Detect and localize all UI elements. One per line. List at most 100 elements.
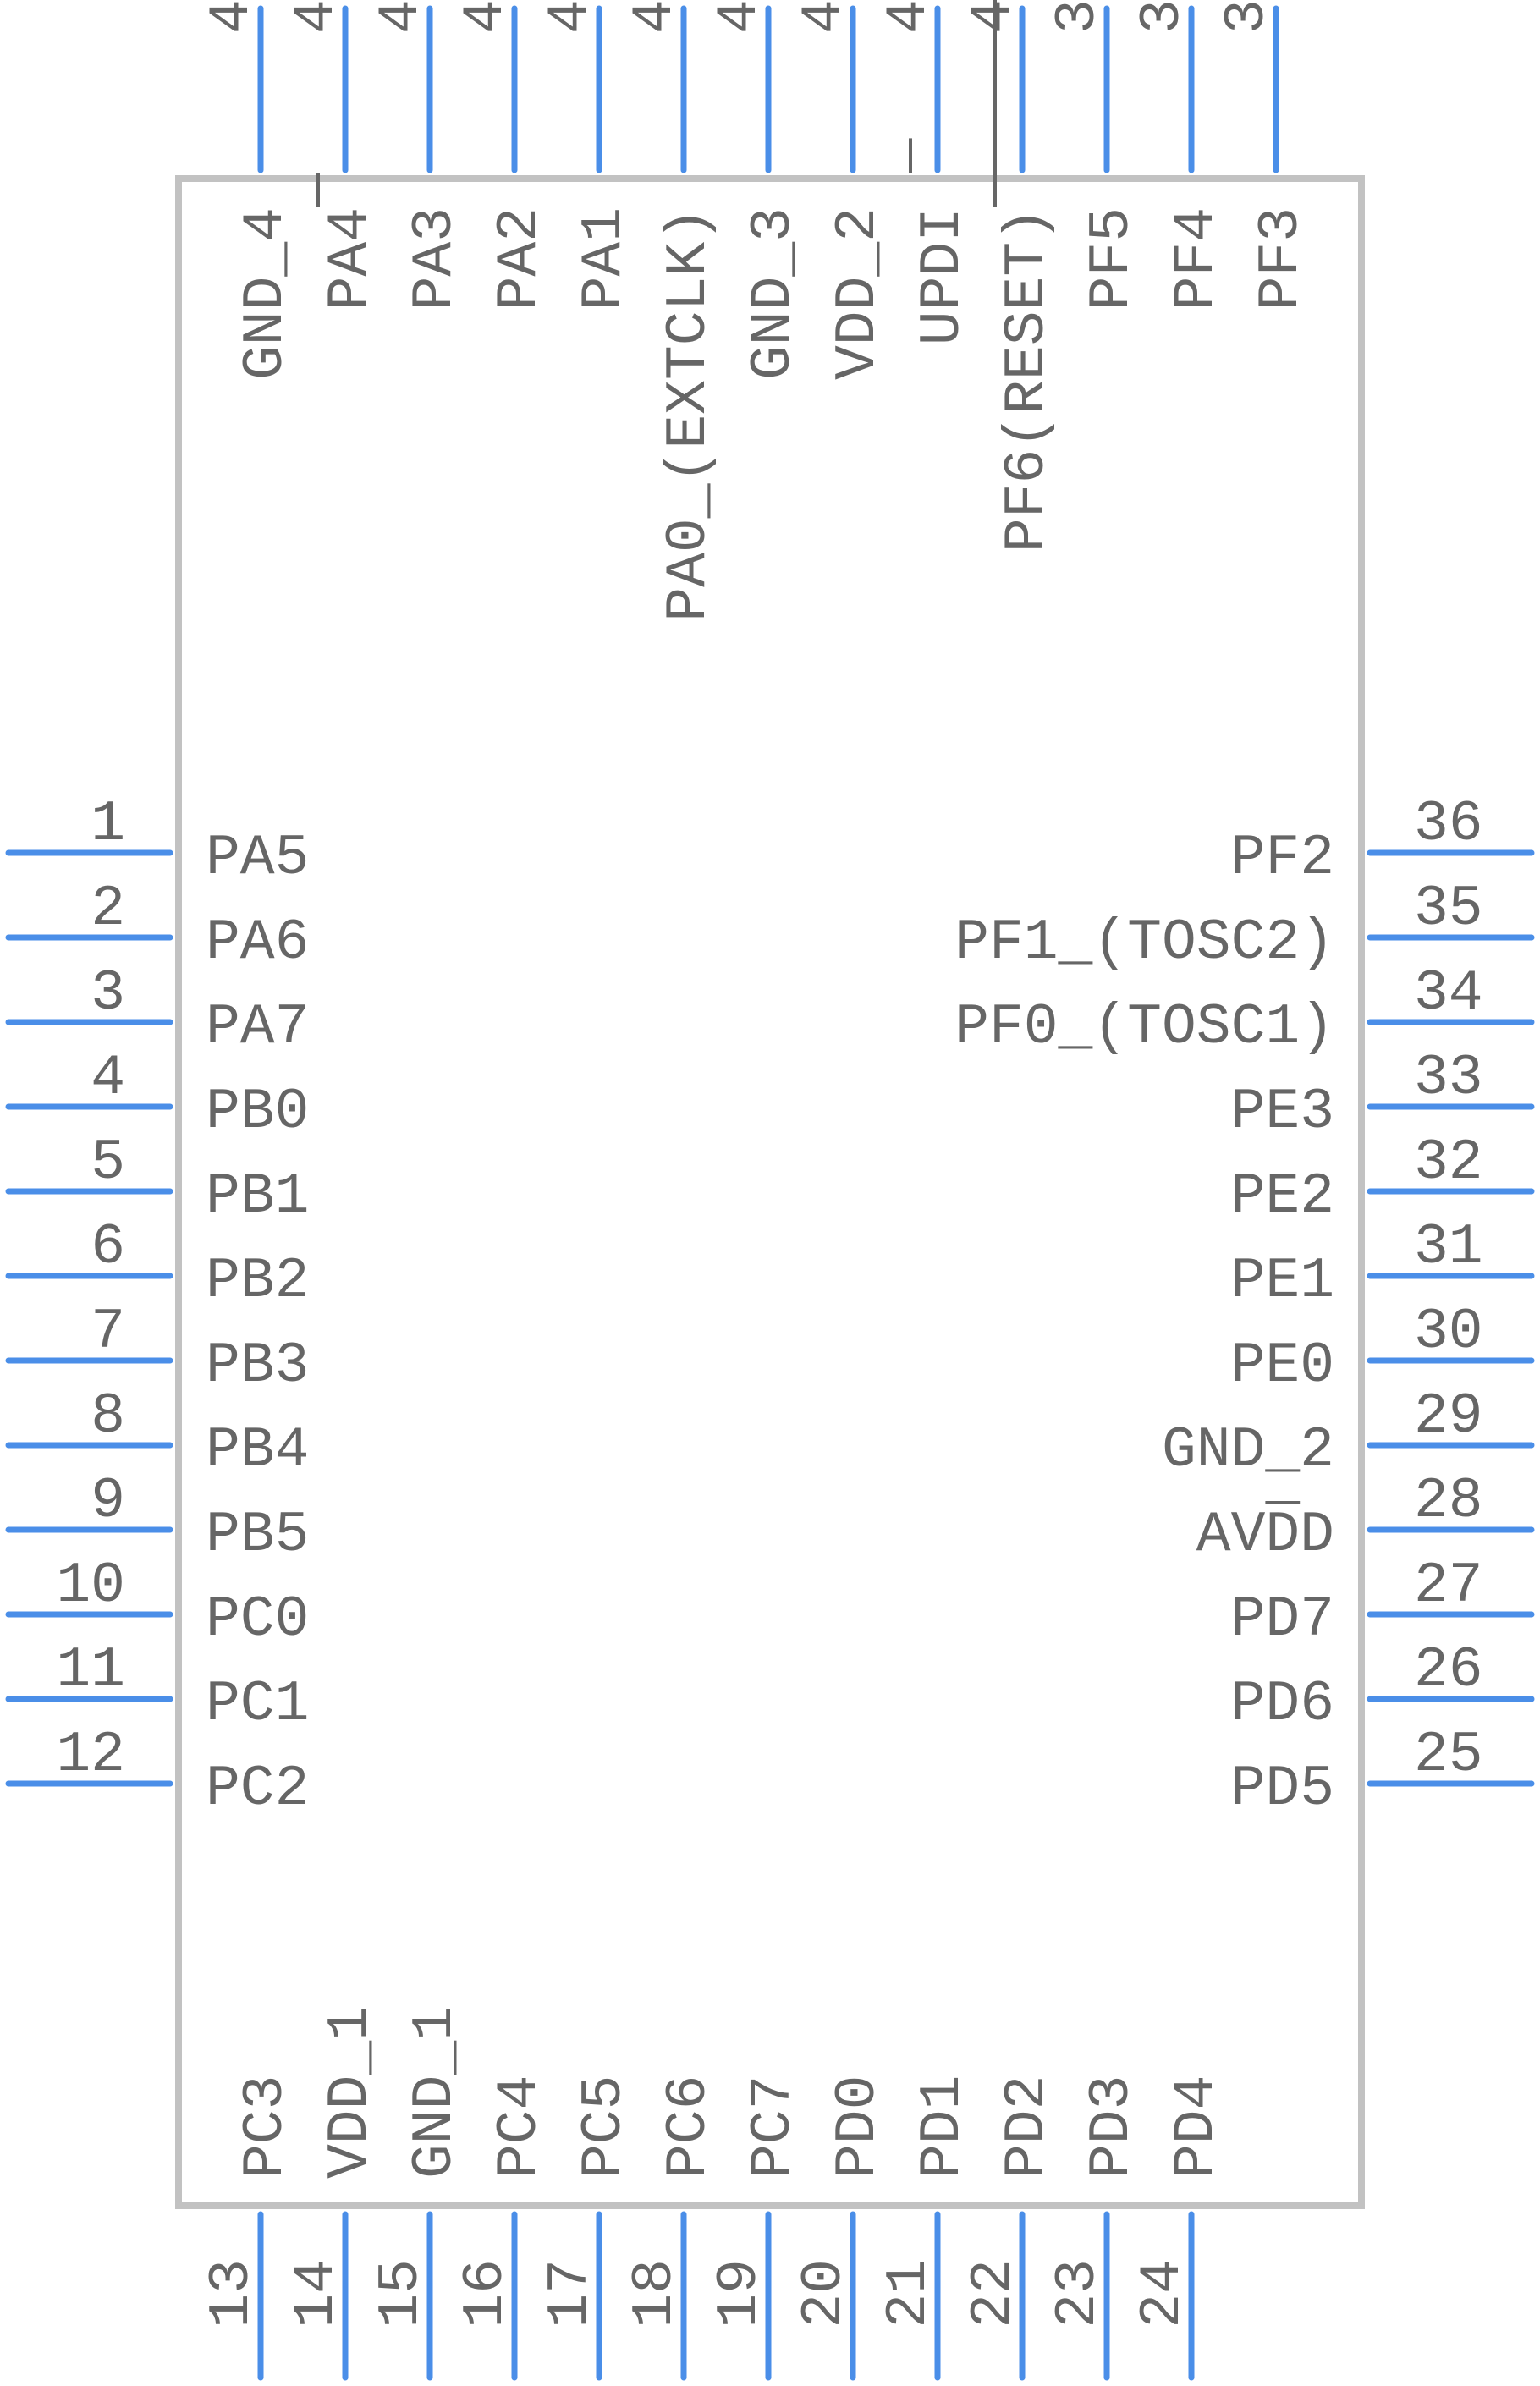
pin-label-avdd: AVDD <box>1196 1503 1334 1568</box>
pin-label-pc2: PC2 <box>206 1757 309 1822</box>
pin-label-pc6: PC6 <box>657 2075 722 2179</box>
pin-label-pd0: PD0 <box>826 2075 891 2179</box>
pin-number: 34 <box>1414 961 1483 1026</box>
pin-number: 48 <box>284 0 349 34</box>
pin-number: 41 <box>877 0 942 34</box>
pin-label-gnd-3: GND_3 <box>741 207 806 380</box>
pin-label-pc1: PC1 <box>206 1672 309 1737</box>
pin-label-pf1-tosc2: PF1_(TOSC2) <box>954 910 1334 976</box>
pin-number: 23 <box>1046 2259 1111 2328</box>
pin-number: 37 <box>1215 0 1280 34</box>
pin-label-pa0-extclk: PA0_(EXTCLK) <box>657 207 722 622</box>
pin-label-gnd-4: GND_4 <box>234 207 299 380</box>
pin-41: 41UPDI <box>877 0 976 345</box>
pin-number: 17 <box>538 2259 603 2328</box>
pin-label-pa1: PA1 <box>572 207 637 311</box>
pin-label-pd5: PD5 <box>1231 1757 1334 1822</box>
pin-label-pf5: PF5 <box>1080 207 1145 311</box>
pin-number: 36 <box>1414 792 1483 857</box>
pin-45: 45PA1 <box>538 0 637 311</box>
pin-39: 39PF5 <box>1046 0 1145 311</box>
pin-number: 25 <box>1414 1723 1483 1788</box>
pin-37: 37PF3 <box>1215 0 1314 311</box>
pin-46: 46PA2 <box>454 0 553 311</box>
pin-label-pa5: PA5 <box>206 826 309 891</box>
pin-42: 42VDD_2 <box>792 0 891 380</box>
pin-number: 26 <box>1414 1638 1483 1703</box>
pin-label-pc3: PC3 <box>234 2075 299 2179</box>
pin-24: 24 PD4 <box>1130 2075 1229 2381</box>
pin-number: 29 <box>1414 1384 1483 1449</box>
pin-number: 6 <box>91 1215 125 1280</box>
pin-number: 45 <box>538 0 603 34</box>
pin-label-updi: UPDI <box>910 207 976 345</box>
pin-label-pf4: PF4 <box>1164 207 1229 311</box>
pin-number: 30 <box>1414 1300 1483 1365</box>
pin-label-pa7: PA7 <box>206 995 309 1060</box>
pin-number: 28 <box>1414 1469 1483 1534</box>
pin-15: 15 GND_1 <box>369 2006 468 2381</box>
pin-number: 35 <box>1414 877 1483 942</box>
pin-number: 46 <box>454 0 519 34</box>
pin-number: 13 <box>200 2259 265 2328</box>
pin-number: 42 <box>792 0 857 34</box>
pin-label-pa4: PA4 <box>318 207 383 311</box>
pin-17: 17 PC5 <box>538 2075 637 2381</box>
pin-label-pb3: PB3 <box>206 1333 309 1399</box>
pin-number: 27 <box>1414 1553 1483 1619</box>
pin-label-pa3: PA3 <box>403 207 468 311</box>
pin-number: 19 <box>707 2259 773 2328</box>
pin-label-pe0: PE0 <box>1231 1333 1334 1399</box>
pin-number: 8 <box>91 1384 125 1449</box>
pin-label-pb0: PB0 <box>206 1080 309 1145</box>
pin-label-pf2: PF2 <box>1231 826 1334 891</box>
pin-number: 9 <box>91 1469 125 1534</box>
pin-label-pe2: PE2 <box>1231 1164 1334 1229</box>
pin-number: 5 <box>91 1130 125 1196</box>
pin-label-pb1: PB1 <box>206 1164 309 1229</box>
pin-number: 14 <box>284 2259 349 2328</box>
pin-number: 16 <box>454 2259 519 2328</box>
pin-number: 39 <box>1046 0 1111 34</box>
pin-label-gnd-1: GND_1 <box>403 2006 468 2179</box>
pin-44: 44PA0_(EXTCLK) <box>623 0 722 622</box>
pin-43: 43GND_3 <box>707 0 806 380</box>
pin-number: 15 <box>369 2259 434 2328</box>
pin-number: 10 <box>56 1553 125 1619</box>
pin-label-gnd-2: GND_2 <box>1162 1418 1334 1483</box>
pin-number: 4 <box>91 1046 125 1111</box>
pin-label-pb2: PB2 <box>206 1249 309 1314</box>
pin-49: 49GND_4 <box>200 0 299 380</box>
pin-number: 20 <box>792 2259 857 2328</box>
pin-label-pb5: PB5 <box>206 1503 309 1568</box>
pin-number: 33 <box>1414 1046 1483 1111</box>
pin-38: 38PF4 <box>1130 0 1229 311</box>
pin-label-pc5: PC5 <box>572 2075 637 2179</box>
pin-number: 12 <box>56 1723 125 1788</box>
pin-number: 32 <box>1414 1130 1483 1196</box>
pin-label-pd4: PD4 <box>1164 2075 1229 2179</box>
pin-label-pa6: PA6 <box>206 910 309 976</box>
pin-label-pc4: PC4 <box>487 2075 553 2179</box>
pin-label-pd3: PD3 <box>1080 2075 1145 2179</box>
pin-label-pa2: PA2 <box>487 207 553 311</box>
pin-number: 38 <box>1130 0 1196 34</box>
pin-label-pd7: PD7 <box>1231 1587 1334 1652</box>
pin-number: 24 <box>1130 2259 1196 2328</box>
